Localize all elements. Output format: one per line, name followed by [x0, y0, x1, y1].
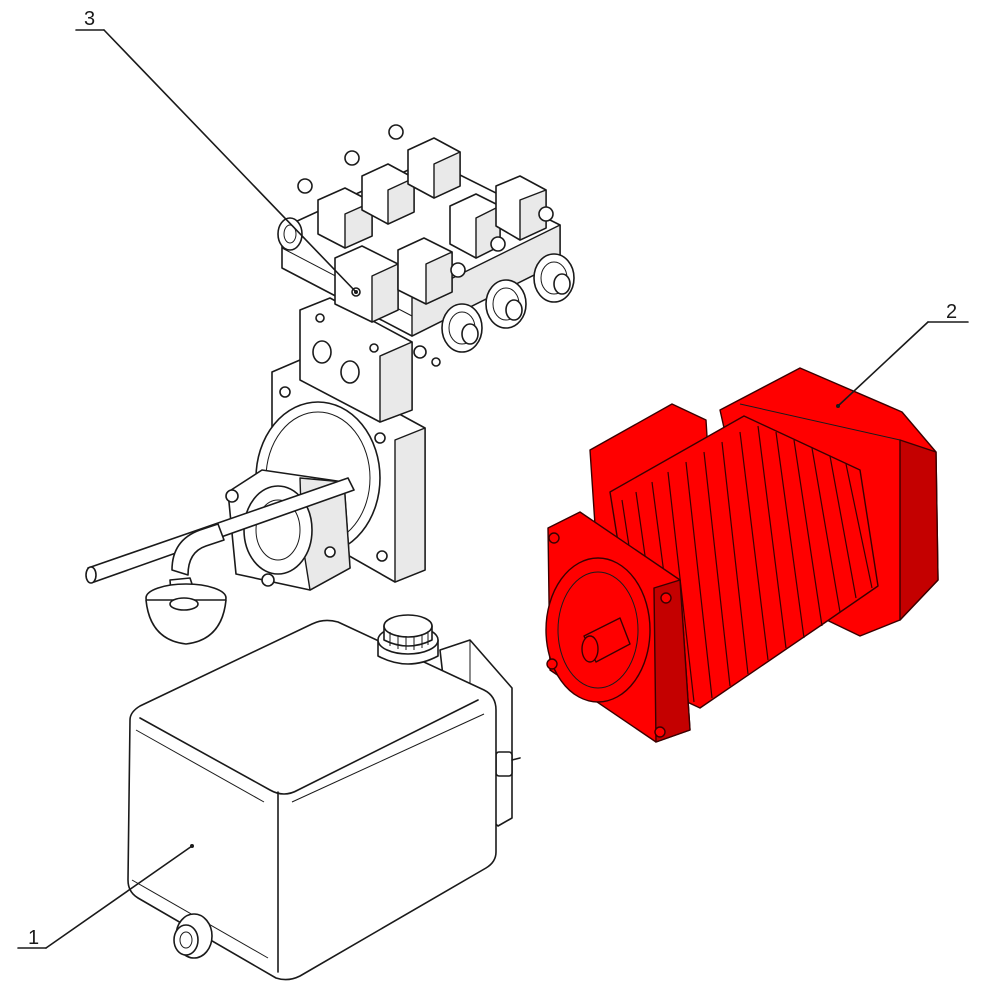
callout-3: 3 — [75, 8, 358, 294]
electric-motor — [545, 367, 939, 743]
filler-cap — [377, 614, 439, 665]
oil-tank — [127, 614, 521, 981]
valve-knobs — [277, 217, 575, 367]
suction-strainer — [145, 523, 227, 645]
valve-pump-assembly — [85, 124, 575, 645]
callout-label-3: 3 — [84, 8, 95, 30]
callout-1: 1 — [17, 844, 194, 949]
manifold-block — [299, 297, 413, 423]
callout-label-1: 1 — [28, 927, 39, 949]
callout-2: 2 — [836, 301, 969, 408]
solenoid-row-rear — [297, 124, 461, 249]
callout-label-2: 2 — [946, 301, 957, 323]
drain-plug — [173, 913, 213, 959]
solenoid-row-front — [334, 175, 554, 323]
